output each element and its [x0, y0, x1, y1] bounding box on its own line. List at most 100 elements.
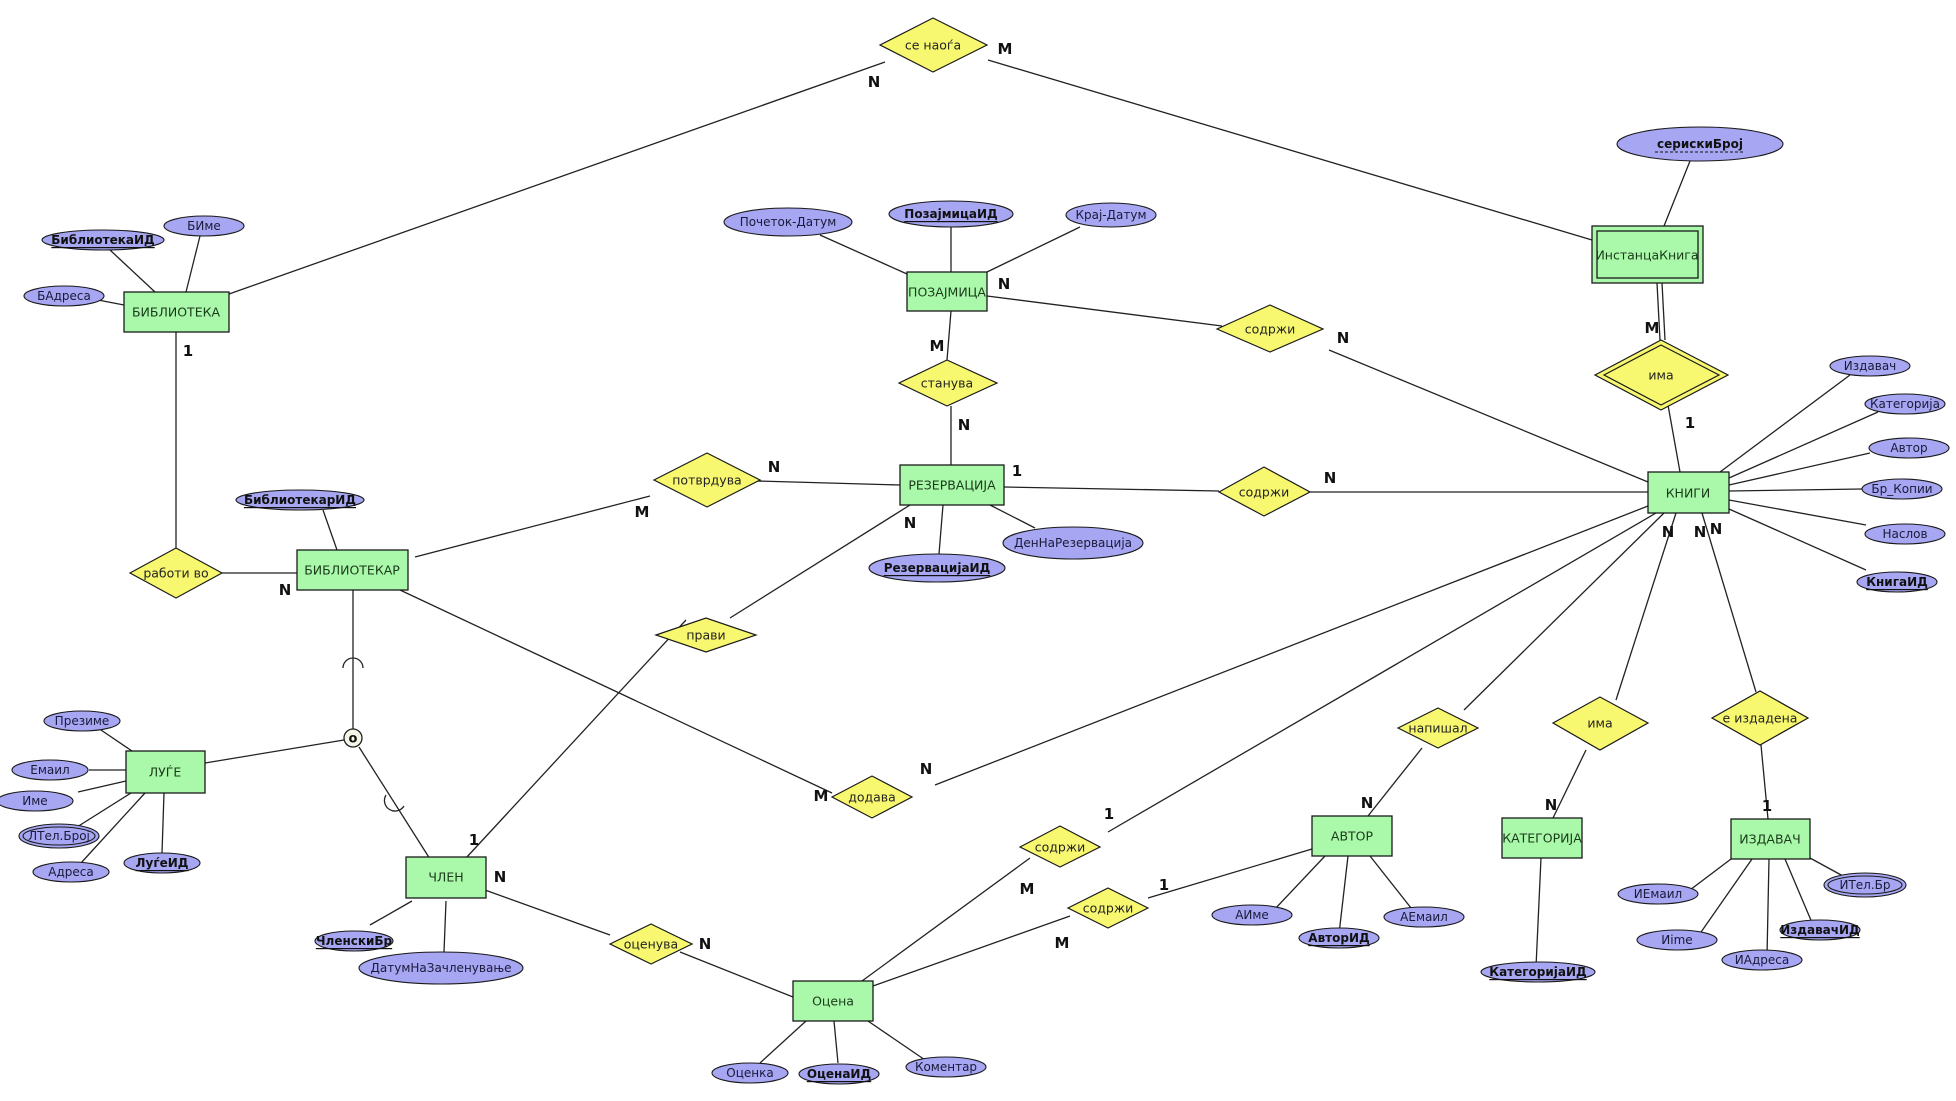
attr-rezervacija-id[interactable]: РезервацијаИД	[868, 553, 1006, 583]
entity-clen[interactable]: ЧЛЕН	[405, 856, 487, 899]
rel-ima-kategorija[interactable]: има	[1551, 696, 1650, 751]
attr-label: ЛТел.Броj	[28, 829, 90, 843]
attr-email[interactable]: Емаил	[11, 759, 89, 781]
attr-b-ime[interactable]: БИме	[163, 215, 245, 237]
attr-avtor-id[interactable]: АвторИД	[1298, 927, 1380, 949]
attr-ime[interactable]: Име	[0, 790, 74, 812]
attr-br-kopii[interactable]: Бр_Копии	[1861, 478, 1943, 500]
line-knigi-ima-kategorija	[1615, 512, 1677, 701]
entity-pozajmica[interactable]: ПОЗАЈМИЦА	[906, 271, 988, 312]
rel-se-naoga[interactable]: се наоѓа	[878, 17, 989, 73]
entity-ocena[interactable]: Оцена	[792, 980, 874, 1022]
attr-den-na-rezervacija[interactable]: ДенНаРезервација	[1002, 526, 1144, 560]
entity-izdavac[interactable]: ИЗДАВАЧ	[1730, 818, 1811, 860]
attr-kraj-datum[interactable]: Крај-Датум	[1065, 202, 1157, 228]
cardinality-label: N	[1710, 520, 1723, 538]
rel-e-izdadena[interactable]: е издадена	[1710, 690, 1810, 746]
rel-label: содржи	[1239, 485, 1289, 500]
attr-label: Име	[22, 794, 47, 808]
attr-pocetok-datum[interactable]: Почеток-Датум	[723, 207, 853, 237]
line-biblioteka-se-naoga	[228, 61, 886, 295]
attr-label: АИме	[1235, 908, 1269, 922]
rel-pravi[interactable]: прави	[654, 617, 758, 653]
rel-label: има	[1648, 368, 1673, 383]
entity-rezervacija[interactable]: РЕЗЕРВАЦИЈА	[899, 464, 1005, 506]
entity-kategorija[interactable]: КАТЕГОРИЈА	[1501, 817, 1583, 859]
attr-label: Коментар	[915, 1060, 977, 1074]
attr-kniga-id[interactable]: КнигаИД	[1856, 571, 1938, 593]
attr-label: Категорија	[1870, 397, 1940, 411]
attr-adresa[interactable]: Адреса	[32, 861, 110, 883]
rel-raboti-vo[interactable]: работи во	[128, 547, 224, 599]
line-seriski-broj	[1663, 160, 1691, 227]
cardinality-label: 1	[469, 831, 479, 849]
attr-i-adresa[interactable]: ИАдреса	[1721, 949, 1803, 971]
rel-ima-instanca-weak[interactable]: има	[1593, 339, 1730, 411]
line-ocena-sodrzi2	[872, 915, 1071, 987]
attr-a-ime[interactable]: АИме	[1211, 904, 1293, 926]
attr-i-email[interactable]: ИЕмаил	[1617, 883, 1699, 905]
attr-i-ime[interactable]: Иime	[1636, 929, 1718, 951]
rel-ocenuva[interactable]: оценува	[608, 923, 694, 965]
attr-label: ДенНаРезервација	[1014, 536, 1132, 550]
entity-label: ПОЗАЈМИЦА	[908, 285, 986, 300]
cardinality-label: N	[1337, 329, 1350, 347]
attr-komentar[interactable]: Коментар	[905, 1056, 987, 1078]
attr-i-tel-br-multivalued[interactable]: ИТел.Бр	[1823, 872, 1907, 898]
attr-kategorija[interactable]: Категорија	[1864, 393, 1946, 415]
attr-label: ОценаИД	[807, 1067, 871, 1081]
rel-dodava[interactable]: додава	[830, 775, 914, 819]
entity-bibliotekar[interactable]: БИБЛИОТЕКАР	[296, 549, 409, 591]
line-sodrzi-knigi-top	[1328, 349, 1649, 483]
attr-prezime[interactable]: Презиме	[43, 710, 121, 732]
rel-sodrzi-rezervacija[interactable]: содржи	[1217, 466, 1312, 517]
line-luge-circle	[204, 739, 345, 764]
line-se-naoga-instanca	[987, 59, 1593, 241]
attr-pozajmica-id[interactable]: ПозајмицаИД	[888, 200, 1014, 228]
line-avtor-id	[1338, 855, 1349, 935]
attr-izdavac[interactable]: Издавач	[1829, 355, 1911, 377]
entity-knigi[interactable]: КНИГИ	[1647, 471, 1730, 514]
rel-napisal[interactable]: напишал	[1396, 707, 1480, 749]
connector-lines	[76, 59, 1879, 1064]
line-knigi-napisal	[1463, 512, 1665, 711]
line-knigi-izdavac	[1719, 374, 1851, 473]
attr-a-email[interactable]: АЕмаил	[1383, 906, 1465, 928]
attr-kategorija-id[interactable]: КатегоријаИД	[1480, 961, 1596, 983]
attr-l-tel-broj-multivalued[interactable]: ЛТел.Броj	[18, 823, 100, 849]
rel-label: потврдува	[672, 473, 741, 488]
attr-clenski-br[interactable]: ЧленскиБр	[314, 930, 394, 952]
rel-label: напишал	[1408, 721, 1467, 736]
line-ocena-komentar	[867, 1020, 929, 1063]
attr-seriski-broj[interactable]: серискиБрој	[1616, 126, 1784, 162]
attr-label: БиблиотекаИД	[51, 233, 154, 247]
attr-biblioteka-id[interactable]: БиблиотекаИД	[41, 229, 165, 251]
attr-label: БИме	[187, 219, 221, 233]
rel-potvrduva[interactable]: потврдува	[652, 452, 762, 508]
line-pocetok-datum	[819, 234, 908, 275]
entity-biblioteka[interactable]: БИБЛИОТЕКА	[123, 291, 230, 333]
rel-stanuva[interactable]: станува	[897, 359, 999, 407]
attr-ocena-id[interactable]: ОценаИД	[798, 1063, 880, 1085]
rel-sodrzi-ocena-kniga[interactable]: содржи	[1018, 825, 1102, 868]
attr-label: Издавач	[1844, 359, 1897, 373]
attr-avtor[interactable]: Автор	[1868, 437, 1950, 459]
entity-instanca-kniga-weak[interactable]: ИнстанцаКнига	[1591, 225, 1704, 284]
attr-datum-na-zaclenuvanje[interactable]: ДатумНаЗачленување	[358, 951, 524, 985]
line-knigi-avtor	[1728, 452, 1871, 486]
attr-naslov[interactable]: Наслов	[1864, 523, 1946, 545]
line-izdavac-ime	[1698, 858, 1753, 936]
line-b-adresa	[97, 299, 125, 306]
attr-b-adresa[interactable]: БАдреса	[23, 285, 105, 307]
attr-izdavac-id[interactable]: ИздавачИД	[1779, 919, 1861, 941]
attr-bibliotekar-id[interactable]: БиблиотекарИД	[235, 489, 365, 511]
line-clen-clenski-br	[369, 900, 413, 926]
entity-luge[interactable]: ЛУЃЕ	[125, 750, 206, 794]
entity-avtor[interactable]: АВТОР	[1311, 815, 1393, 857]
rel-sodrzi-pozajmica[interactable]: содржи	[1215, 304, 1325, 353]
attr-ocenka[interactable]: Оценка	[711, 1062, 789, 1084]
attr-luge-id[interactable]: ЛуѓеИД	[123, 852, 201, 874]
line-izdavac-id	[1784, 858, 1814, 926]
attr-label: Автор	[1890, 441, 1927, 455]
rel-sodrzi-ocena-avtor[interactable]: содржи	[1066, 887, 1150, 929]
